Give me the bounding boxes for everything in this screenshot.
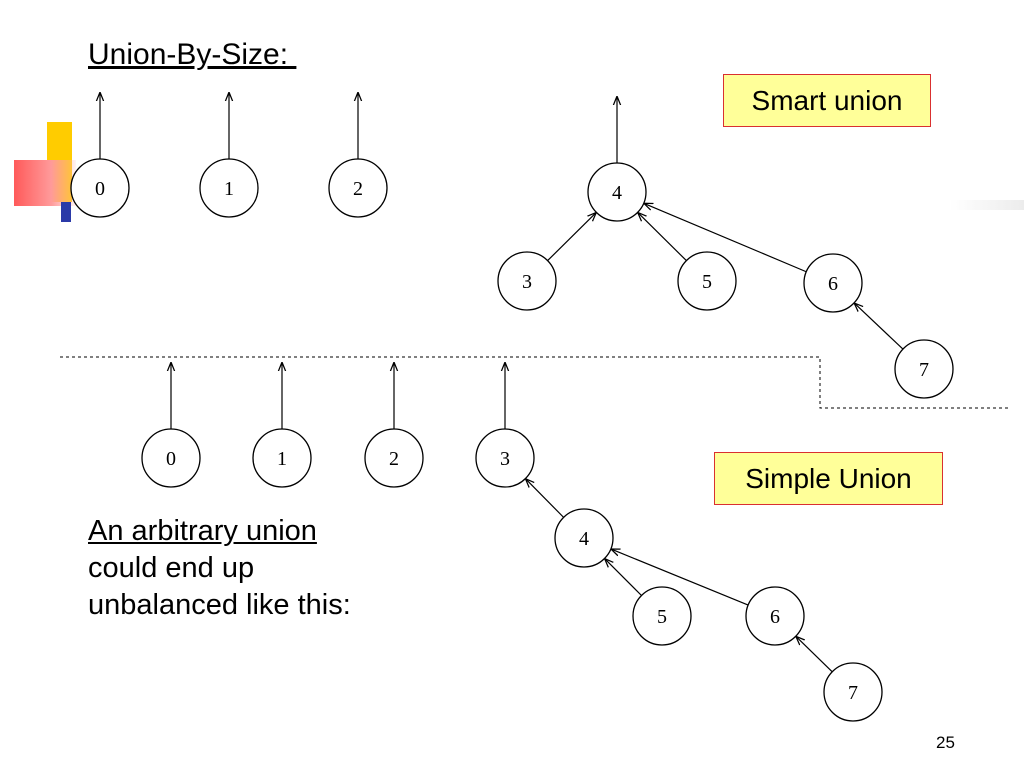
simple-node-label-3: 3 xyxy=(500,448,510,470)
simple-node-label-7: 7 xyxy=(848,682,858,704)
smart-node-label-5: 5 xyxy=(702,271,712,293)
smart-union-forest: 0 1 2 3 4 5 6 7 xyxy=(70,93,954,399)
smart-node-circle-3 xyxy=(497,251,557,311)
simple-node-label-1: 1 xyxy=(277,448,287,470)
simple-node-circle-7 xyxy=(823,662,883,722)
smart-node-circle-4 xyxy=(587,162,647,222)
simple-node-label-5: 5 xyxy=(657,606,667,628)
smart-node-label-0: 0 xyxy=(95,178,105,200)
smart-edge-3-to-4 xyxy=(547,213,596,262)
simple-node-circle-5 xyxy=(632,586,692,646)
decor-red-block xyxy=(14,160,76,206)
simple-node-circle-2 xyxy=(364,428,424,488)
page-number: 25 xyxy=(936,733,955,752)
simple-node-circle-0 xyxy=(141,428,201,488)
slide-title: Union-By-Size: xyxy=(88,38,297,71)
decor-blue-block xyxy=(61,202,71,222)
note-line-3: unbalanced like this: xyxy=(88,589,351,621)
smart-node-4: 4 xyxy=(587,162,647,222)
smart-node-circle-6 xyxy=(803,253,863,313)
simple-node-circle-3 xyxy=(475,428,535,488)
simple-node-3: 3 xyxy=(475,428,535,488)
smart-node-label-4: 4 xyxy=(612,182,622,204)
simple-edge-4-to-3 xyxy=(526,479,565,518)
simple-node-label-2: 2 xyxy=(389,448,399,470)
smart-node-circle-0 xyxy=(70,158,130,218)
smart-union-label: Smart union xyxy=(723,74,931,127)
smart-node-6: 6 xyxy=(803,253,863,313)
smart-edge-7-to-6 xyxy=(855,304,904,350)
smart-node-circle-2 xyxy=(328,158,388,218)
smart-node-circle-5 xyxy=(677,251,737,311)
simple-node-circle-4 xyxy=(554,508,614,568)
simple-edge-7-to-6 xyxy=(796,637,833,673)
smart-node-label-6: 6 xyxy=(828,273,838,295)
simple-node-label-0: 0 xyxy=(166,448,176,470)
smart-node-2: 2 xyxy=(328,158,388,218)
simple-node-2: 2 xyxy=(364,428,424,488)
simple-node-circle-1 xyxy=(252,428,312,488)
smart-node-label-1: 1 xyxy=(224,178,234,200)
unbalanced-note: An arbitrary union could end up unbalanc… xyxy=(88,513,428,624)
simple-node-5: 5 xyxy=(632,586,692,646)
simple-node-0: 0 xyxy=(141,428,201,488)
note-line-1: An arbitrary union xyxy=(88,515,317,547)
smart-edge-5-to-4 xyxy=(638,213,687,262)
decor-gray-bar xyxy=(950,200,1024,210)
smart-node-label-2: 2 xyxy=(353,178,363,200)
smart-node-circle-7 xyxy=(894,339,954,399)
simple-node-4: 4 xyxy=(554,508,614,568)
simple-union-label: Simple Union xyxy=(714,452,943,505)
simple-edge-6-to-4 xyxy=(612,549,749,606)
smart-node-3: 3 xyxy=(497,251,557,311)
smart-node-label-7: 7 xyxy=(919,359,929,381)
note-line-2: could end up xyxy=(88,552,255,584)
simple-node-7: 7 xyxy=(823,662,883,722)
section-separator xyxy=(60,356,1010,409)
simple-node-circle-6 xyxy=(745,586,805,646)
simple-node-label-4: 4 xyxy=(579,528,589,550)
smart-node-circle-1 xyxy=(199,158,259,218)
smart-node-label-3: 3 xyxy=(522,271,532,293)
smart-node-5: 5 xyxy=(677,251,737,311)
simple-edge-5-to-4 xyxy=(605,559,642,596)
smart-edge-6-to-4 xyxy=(645,204,807,273)
simple-node-1: 1 xyxy=(252,428,312,488)
smart-node-1: 1 xyxy=(199,158,259,218)
simple-node-label-6: 6 xyxy=(770,606,780,628)
simple-node-6: 6 xyxy=(745,586,805,646)
smart-node-7: 7 xyxy=(894,339,954,399)
simple-union-forest: 0 1 2 3 4 5 6 7 xyxy=(141,363,883,722)
smart-node-0: 0 xyxy=(70,158,130,218)
